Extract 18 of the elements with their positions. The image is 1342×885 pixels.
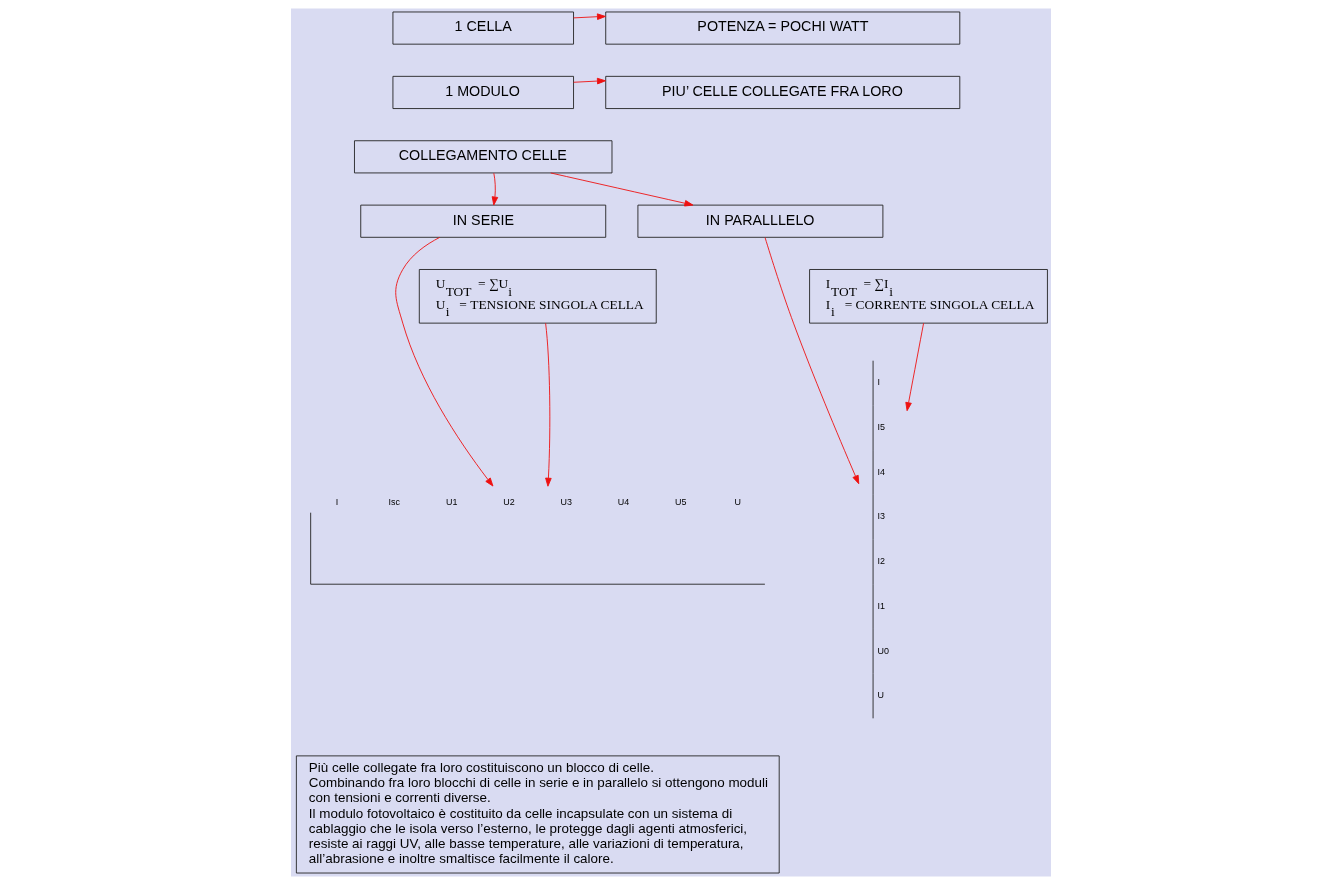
arrow [491,172,499,206]
arrow [573,13,606,20]
arrow [545,322,552,487]
node-box: 1 CELLA [392,11,574,45]
arrow [573,77,606,85]
arrow [764,237,860,485]
node-box: 1 MODULO [392,75,574,109]
node-box: Più celle collegate fra loro costituiscono un blocco di celle. Combinando fra loro blocchi di celle in serie e in parallelo si ottengono moduli con tensioni e correnti diverse. Il modulo fotovoltaico è costituito da celle incapsulate con un sistema di cablaggio che le isola verso l’esterno, le protegge dagli agenti atmosferici, resiste ai raggi UV, alle basse temperature, alle variazioni di temperatura, all’abrasione e inoltre smaltisce facilmente il calore. [295,755,780,874]
node-box: PIU’ CELLE COLLEGATE FRA LORO [605,75,961,109]
node-text: I Isc U1 U2 U3 U4 U5 U [335,496,741,507]
arrow [395,236,494,487]
arrow [550,172,694,207]
arrow [905,322,925,412]
node-box: POTENZA = POCHI WATT [605,11,961,45]
node-text: I I5 I4 I3 I2 I1 U0 U [877,377,889,701]
node-box: IN PARALLLELO [637,204,884,238]
node-box: COLLEGAMENTO CELLE [354,140,613,174]
node-box: IN SERIE [360,204,607,238]
